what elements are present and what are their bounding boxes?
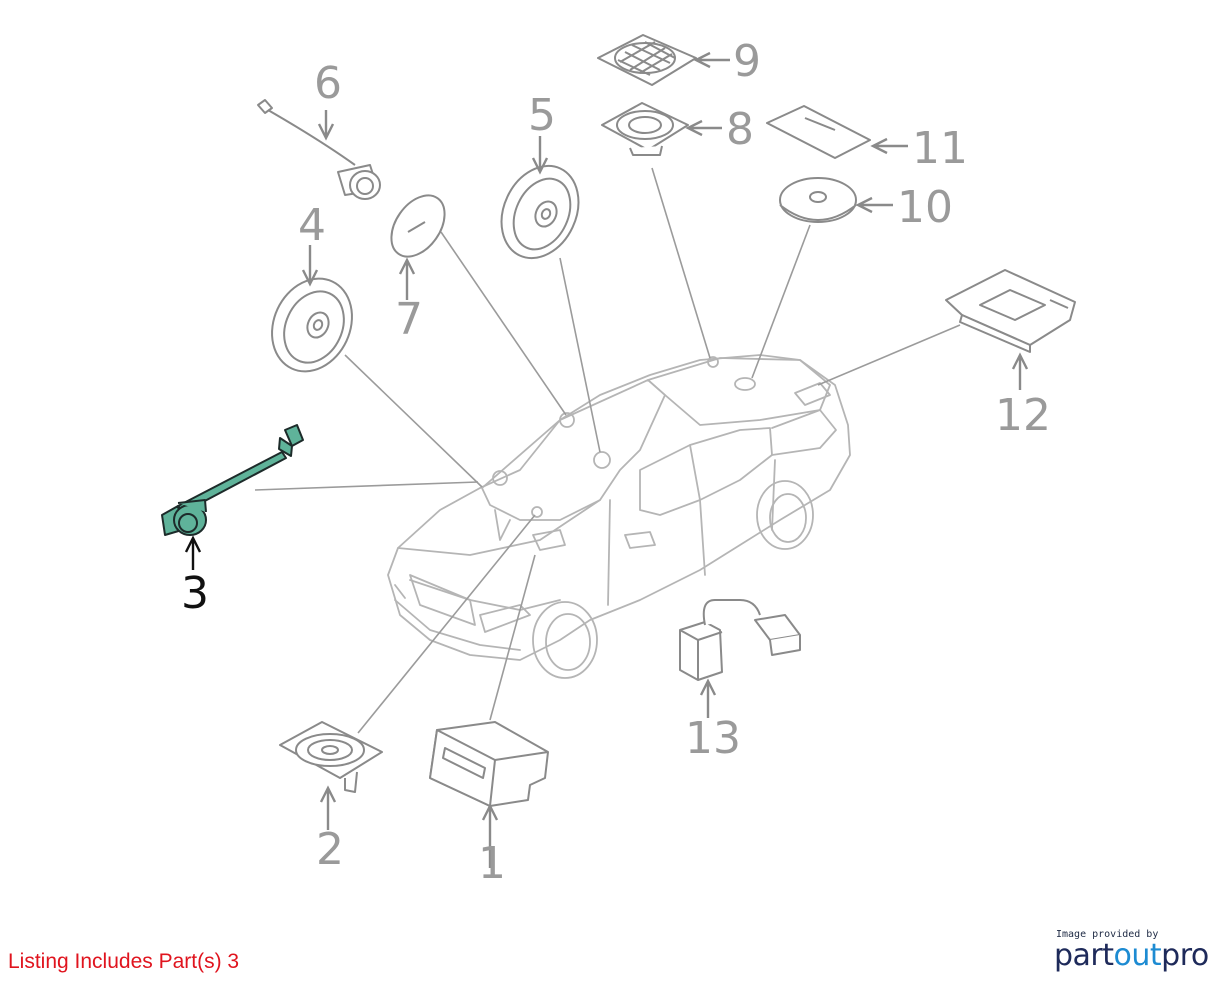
- vehicle-outline: [387, 354, 851, 679]
- part-7-grille-cover[interactable]: [380, 186, 455, 267]
- callout-6: 6: [314, 58, 342, 109]
- part-3-speaker-harness[interactable]: [161, 424, 304, 536]
- part-10-subwoofer[interactable]: [779, 177, 857, 223]
- callout-1: 1: [478, 838, 506, 889]
- callout-3: 3: [181, 568, 209, 619]
- part-5-door-speaker[interactable]: [487, 153, 593, 270]
- callout-8: 8: [726, 104, 754, 155]
- callout-7: 7: [395, 294, 423, 345]
- part-4-door-speaker[interactable]: [257, 265, 366, 384]
- part-12-bracket[interactable]: [945, 269, 1076, 353]
- part-13-connector[interactable]: [679, 599, 801, 681]
- brand-part1: part: [1054, 938, 1114, 973]
- callout-numbers: 1 2 3 4 5 6 7 8 9 10 11 12 13: [181, 36, 1051, 889]
- callout-13: 13: [685, 713, 741, 764]
- leader-lines: [254, 167, 961, 734]
- callout-5: 5: [528, 90, 556, 141]
- part-8-tweeter[interactable]: [601, 102, 689, 156]
- callout-2: 2: [316, 824, 344, 875]
- partoutpro-logo[interactable]: partoutpro: [1054, 938, 1209, 973]
- part-9-speaker-grille[interactable]: [597, 34, 697, 86]
- callout-4: 4: [298, 200, 326, 251]
- callout-arrows: [184, 51, 1029, 868]
- listing-includes-note: Listing Includes Part(s) 3: [8, 950, 240, 973]
- part-6-speaker-with-wire[interactable]: [257, 99, 381, 200]
- brand-part3: pro: [1161, 938, 1209, 973]
- callout-9: 9: [733, 36, 761, 87]
- image-credit-caption: Image provided by: [1056, 929, 1159, 940]
- brand-part2: out: [1113, 938, 1162, 973]
- callout-11: 11: [912, 123, 968, 174]
- part-2-tweeter[interactable]: [279, 721, 383, 793]
- part-11-pad[interactable]: [766, 105, 871, 159]
- callout-10: 10: [897, 182, 953, 233]
- callout-12: 12: [995, 390, 1051, 441]
- part-1-amplifier[interactable]: [429, 721, 549, 807]
